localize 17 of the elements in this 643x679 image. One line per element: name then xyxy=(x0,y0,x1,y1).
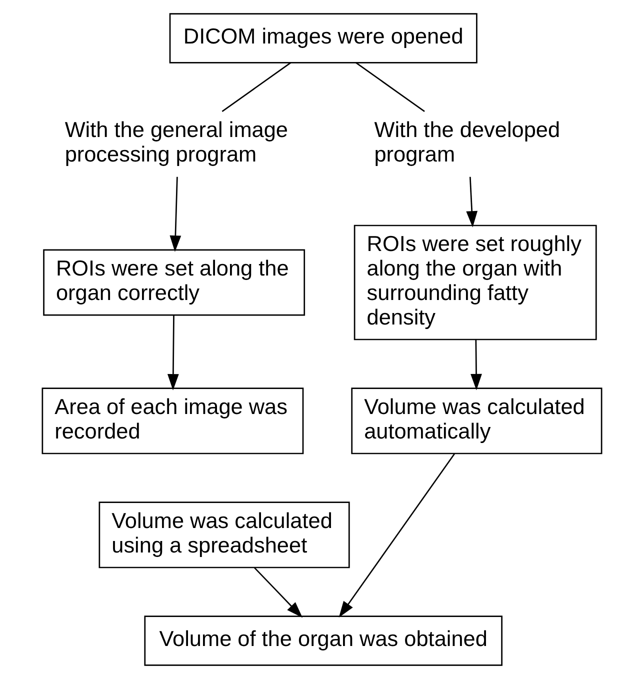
arrow xyxy=(254,567,302,618)
arrow xyxy=(338,453,454,618)
node-text: With the general image processing program xyxy=(64,117,288,166)
arrow xyxy=(166,315,178,390)
node-text: With the developed program xyxy=(374,117,560,166)
connector xyxy=(355,62,424,112)
connector xyxy=(221,62,291,112)
node-box: Volume was calculated automatically xyxy=(350,388,602,454)
node-box: DICOM images were opened xyxy=(168,13,477,64)
node-box: ROIs were set along the organ correctly xyxy=(42,249,305,316)
node-box: ROIs were set roughly along the organ with surrounding fatty density xyxy=(353,224,596,340)
node-box: Area of each image was recorded xyxy=(41,388,304,454)
arrow xyxy=(169,176,181,252)
arrow xyxy=(466,176,478,228)
arrow xyxy=(470,340,482,390)
node-box: Volume of the organ was obtained xyxy=(144,616,502,666)
node-box: Volume was calculated using a spreadsheet xyxy=(98,502,350,568)
